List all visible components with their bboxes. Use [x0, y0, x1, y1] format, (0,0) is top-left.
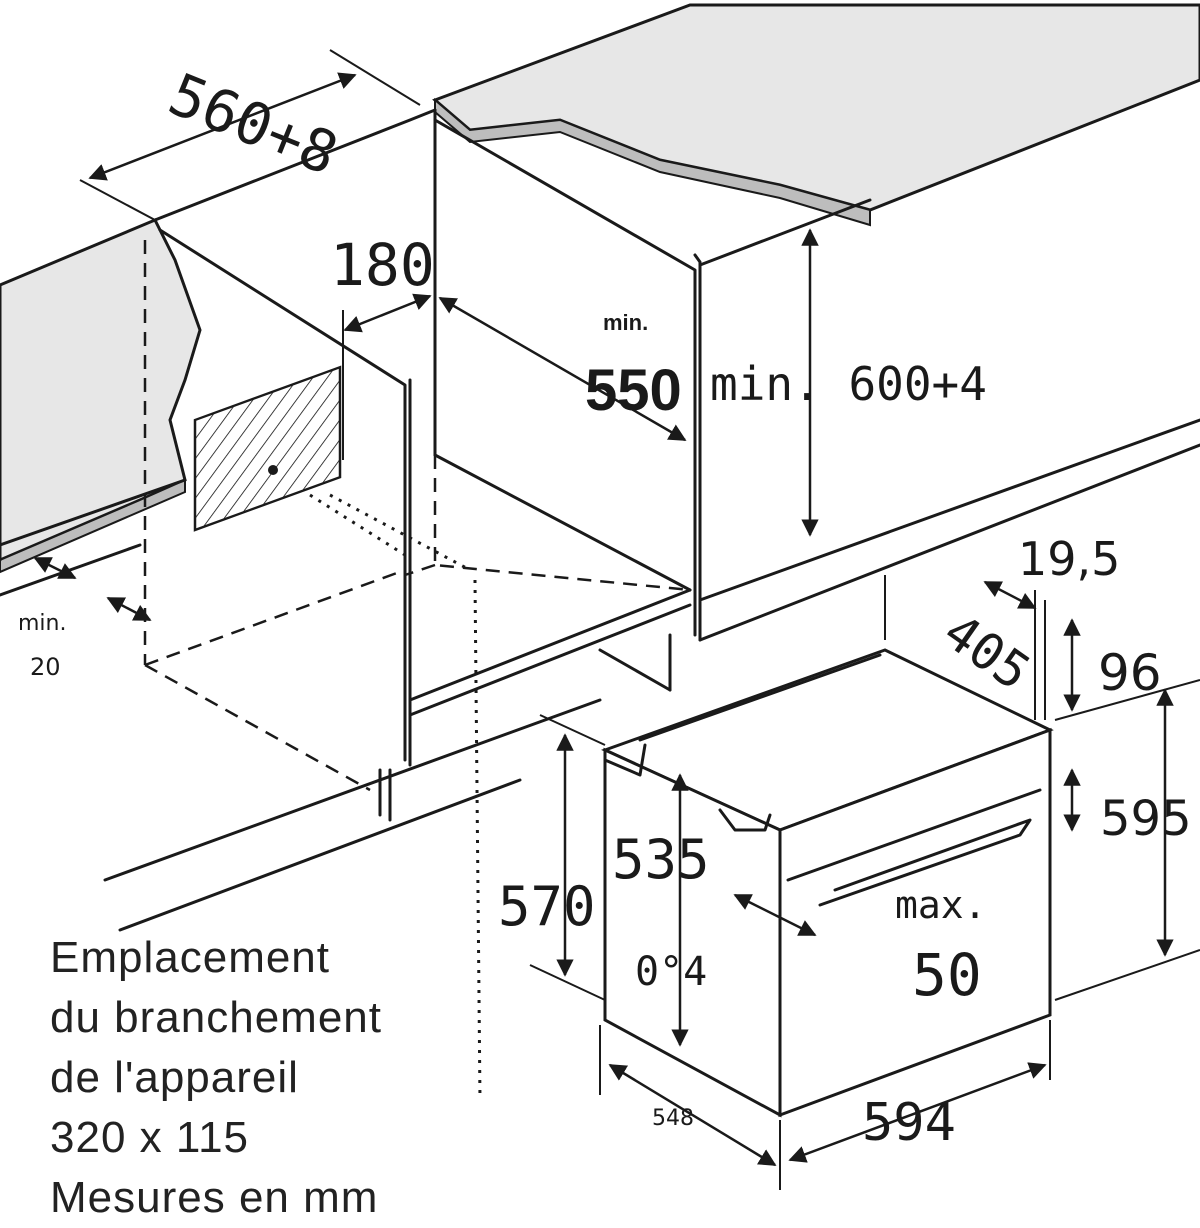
dimension-lines: [33, 49, 1200, 1190]
note-line-1: Emplacement: [50, 933, 331, 982]
label-depth-offset: 180: [330, 231, 435, 299]
oven: [601, 648, 1054, 1118]
upper-countertop: [432, 3, 1200, 227]
note-line-4: 320 x 115: [50, 1113, 250, 1162]
label-niche-height: min. 600+4: [710, 357, 987, 411]
label-body-width: 548: [652, 1106, 694, 1131]
label-side-value: 0°4: [635, 949, 707, 995]
label-front-height: 595: [1100, 791, 1192, 847]
label-min-depth-value: 550: [585, 358, 682, 423]
label-left-gap-value: 20: [30, 653, 61, 681]
dimension-labels: 560+8 180 min. 550 min. 600+4 min. 20 19…: [18, 60, 1192, 1153]
installation-notes: Emplacement du branchement de l'appareil…: [50, 928, 470, 1228]
note-line-5: Mesures en mm: [50, 1173, 379, 1222]
label-front-thickness: 19,5: [1018, 532, 1120, 586]
label-left-gap-prefix: min.: [18, 611, 66, 636]
label-inner-height-535: 535: [612, 828, 710, 891]
left-counter: [0, 218, 202, 574]
installation-diagram: 560+8 180 min. 550 min. 600+4 min. 20 19…: [0, 3, 1200, 1190]
cabinet-niche: [0, 108, 1200, 1101]
label-niche-width: 560+8: [160, 60, 347, 188]
note-line-2: du branchement: [50, 993, 382, 1042]
label-front-width: 594: [862, 1093, 956, 1153]
note-line-3: de l'appareil: [50, 1053, 299, 1102]
label-cable-prefix: max.: [895, 883, 987, 927]
label-min-depth-prefix: min.: [603, 310, 648, 335]
label-body-height-570: 570: [498, 875, 596, 938]
label-cable-value: 50: [912, 941, 982, 1009]
label-top-96: 96: [1098, 644, 1162, 702]
